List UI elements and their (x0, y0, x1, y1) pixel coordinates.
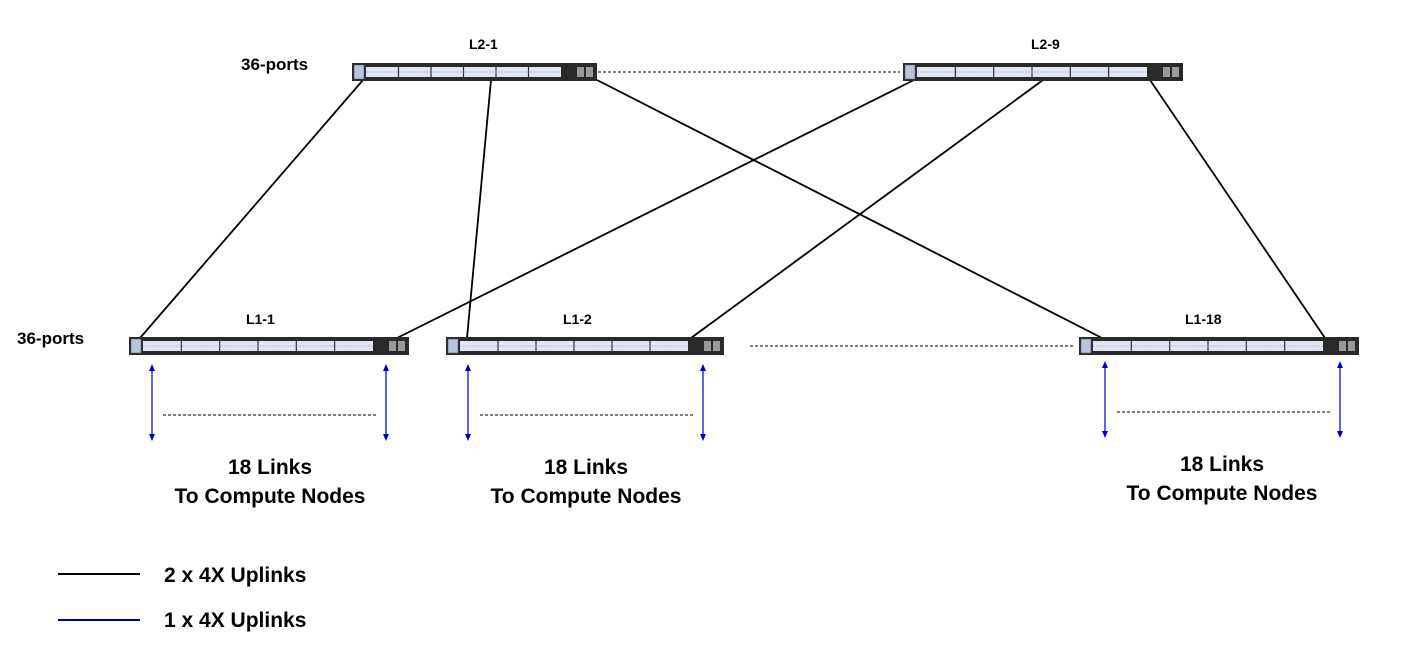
compute-links (149, 361, 1343, 441)
switch-l2-9 (903, 63, 1183, 81)
continuation-dashes (163, 71, 1330, 416)
switch-label-l1-2: L1-2 (563, 311, 592, 327)
links-count: 18 Links (1179, 453, 1265, 476)
uplinks (139, 79, 1326, 339)
ports-label-l1: 36-ports (17, 329, 85, 348)
compute-arrow (1337, 361, 1343, 438)
switches (129, 63, 1359, 355)
compute-arrow (465, 364, 471, 441)
links-target: To Compute Nodes (1126, 482, 1318, 505)
compute-arrow (383, 364, 389, 441)
legend-label-2x4x: 2 x 4X Uplinks (164, 564, 307, 587)
switch-label-l2-9: L2-9 (1031, 36, 1060, 52)
links-target: To Compute Nodes (174, 485, 366, 508)
compute-links-label-l1-1: 18 Links To Compute Nodes (140, 453, 400, 511)
uplink-l2-1-to-l1-2 (466, 79, 492, 339)
switch-l1-1 (129, 337, 409, 355)
compute-arrow (1102, 361, 1108, 438)
ports-label-l2: 36-ports (241, 55, 309, 74)
compute-arrow (700, 364, 706, 441)
uplink-l2-9-to-l1-2 (690, 79, 1044, 339)
uplink-l2-1-to-l1-1 (139, 79, 364, 339)
compute-links-label-l1-18: 18 Links To Compute Nodes (1092, 450, 1352, 508)
links-count: 18 Links (227, 456, 313, 479)
links-target: To Compute Nodes (490, 485, 682, 508)
legend-label-1x4x: 1 x 4X Uplinks (164, 609, 307, 632)
uplink-l2-9-to-l1-1 (396, 79, 915, 339)
switch-label-l1-18: L1-18 (1185, 311, 1222, 327)
switch-label-l1-1: L1-1 (246, 311, 275, 327)
compute-links-label-l1-2: 18 Links To Compute Nodes (456, 453, 716, 511)
switch-label-l2-1: L2-1 (469, 36, 498, 52)
switch-l1-18 (1079, 337, 1359, 355)
switch-l2-1 (352, 63, 597, 81)
links-count: 18 Links (543, 456, 629, 479)
compute-arrow (149, 364, 155, 441)
switch-l1-2 (446, 337, 724, 355)
uplink-l2-1-to-l1-18 (596, 79, 1103, 339)
uplink-l2-9-to-l1-18 (1149, 79, 1326, 339)
